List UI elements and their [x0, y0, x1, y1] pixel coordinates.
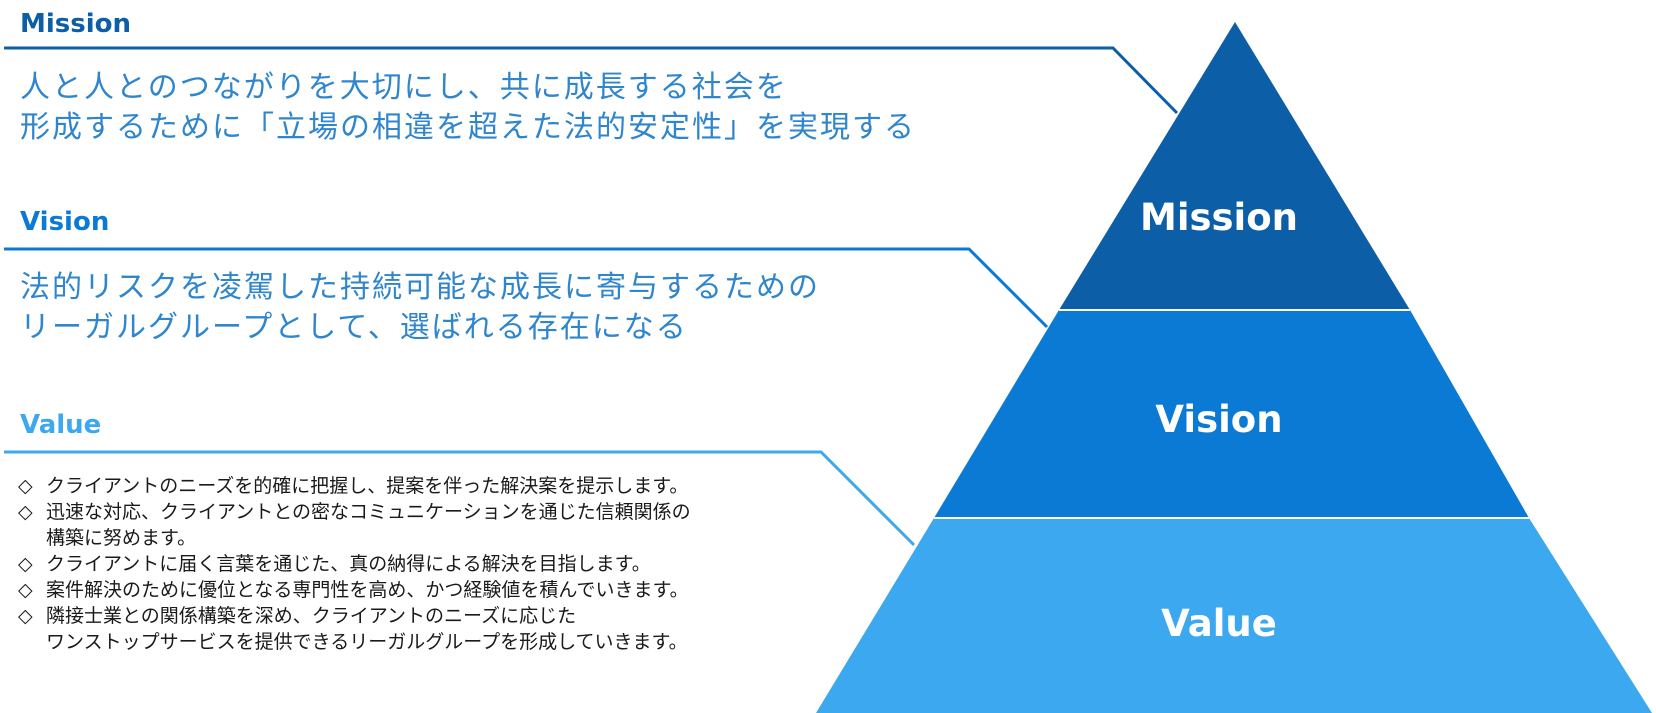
pyramid-tier-vision — [934, 310, 1529, 518]
vision-statement-line-2: リーガルグループとして、選ばれる存在になる — [20, 310, 688, 345]
mission-statement-line-2: 形成するために「立場の相違を超えた法的安定性」を実現する — [20, 110, 916, 145]
value-item: ◇ 案件解決のために優位となる専門性を高め、かつ経験値を積んでいきます。 — [18, 577, 691, 603]
diamond-bullet-icon: ◇ — [18, 475, 33, 497]
mission-statement: 人と人とのつながりを大切にし、共に成長する社会を 形成するために「立場の相違を超… — [20, 68, 916, 148]
value-item-text: クライアントに届く言葉を通じた、真の納得による解決を目指します。 — [46, 553, 651, 575]
pyramid-label-mission: Mission — [1140, 196, 1298, 239]
mission-heading: Mission — [20, 9, 132, 39]
value-leader-line — [4, 450, 916, 547]
diamond-bullet-icon: ◇ — [18, 605, 33, 627]
pyramid-label-value: Value — [1161, 602, 1277, 645]
value-item-text-continued: 構築に努めます。 — [46, 527, 197, 549]
pyramid-tier-value — [816, 518, 1652, 713]
pyramid-label-vision: Vision — [1155, 398, 1282, 441]
diamond-bullet-icon: ◇ — [18, 501, 33, 523]
diamond-bullet-icon: ◇ — [18, 579, 33, 601]
vision-statement-line-1: 法的リスクを凌駕した持続可能な成長に寄与するための — [20, 270, 820, 305]
mission-leader-line — [4, 46, 1179, 115]
value-item-text: 案件解決のために優位となる専門性を高め、かつ経験値を積んでいきます。 — [46, 579, 689, 601]
value-item-text-continued: ワンストップサービスを提供できるリーガルグループを形成していきます。 — [46, 631, 688, 653]
value-item: ◇ 迅速な対応、クライアントとの密なコミュニケーションを通じた信頼関係の 構築に… — [18, 499, 691, 551]
value-item-text: 隣接士業との関係構築を深め、クライアントのニーズに応じた — [46, 605, 577, 627]
vision-statement: 法的リスクを凌駕した持続可能な成長に寄与するための リーガルグループとして、選ば… — [20, 268, 820, 348]
value-item: ◇ クライアントに届く言葉を通じた、真の納得による解決を目指します。 — [18, 551, 691, 577]
vision-leader-line — [4, 247, 1049, 329]
vision-heading: Vision — [20, 207, 110, 237]
value-list: ◇ クライアントのニーズを的確に把握し、提案を伴った解決案を提示します。 ◇ 迅… — [18, 473, 691, 655]
value-item-text: クライアントのニーズを的確に把握し、提案を伴った解決案を提示します。 — [46, 475, 689, 497]
value-heading: Value — [20, 410, 102, 440]
value-item: ◇ クライアントのニーズを的確に把握し、提案を伴った解決案を提示します。 — [18, 473, 691, 499]
diamond-bullet-icon: ◇ — [18, 553, 33, 575]
value-item-text: 迅速な対応、クライアントとの密なコミュニケーションを通じた信頼関係の — [46, 501, 691, 523]
pyramid-tier-mission — [1059, 22, 1410, 310]
value-item: ◇ 隣接士業との関係構築を深め、クライアントのニーズに応じた ワンストップサービ… — [18, 603, 691, 655]
mission-statement-line-1: 人と人とのつながりを大切にし、共に成長する社会を — [20, 70, 788, 105]
